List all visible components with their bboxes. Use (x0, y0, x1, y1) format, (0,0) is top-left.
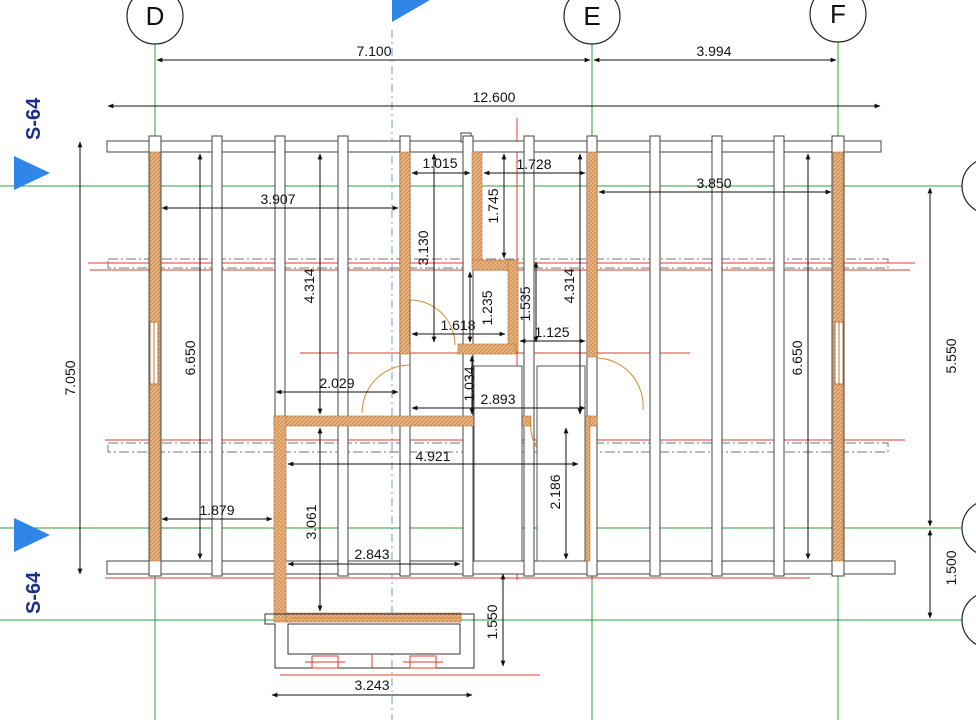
dim-porch-h: 1.550 (484, 604, 500, 639)
dim-room-h-c: 4.314 (561, 268, 577, 303)
dim-overall-width: 12.600 (473, 89, 516, 105)
dim-e-to-f: 3.994 (696, 43, 731, 59)
dim-wall-a: 1.235 (479, 290, 495, 325)
dim-span-f: 1.034 (461, 366, 477, 401)
dim-porch-w: 3.243 (354, 677, 389, 693)
svg-text:F: F (830, 0, 846, 29)
dim-span-d: 1.125 (534, 324, 569, 340)
dimension-labels: 7.100 3.994 12.600 7.050 5.550 1.500 3.9… (62, 43, 959, 693)
dim-room-width-a: 3.907 (260, 191, 295, 207)
dim-span-b: 1.728 (516, 156, 551, 172)
porch (264, 613, 475, 669)
dim-left-room-h: 6.650 (182, 340, 198, 375)
dim-room-h-a: 3.130 (415, 230, 431, 265)
svg-text:E: E (583, 1, 600, 31)
section-arrow-left-lower-icon (14, 518, 50, 552)
dim-span-i: 1.879 (199, 502, 234, 518)
grid-bubble-e: E (563, 0, 621, 45)
dim-right-lower: 1.500 (943, 550, 959, 585)
dim-span-h: 2.186 (547, 474, 563, 509)
porch-steps (305, 654, 443, 669)
section-arrow-left-upper-icon (14, 156, 50, 190)
dim-corridor-h: 1.745 (485, 188, 501, 223)
dim-wall-b: 1.535 (517, 286, 533, 321)
top-plate (106, 140, 882, 153)
windows (149, 321, 844, 385)
dim-span-g: 2.893 (480, 391, 515, 407)
section-label-bottom: S-64 (23, 571, 45, 614)
dim-hall-width: 4.921 (415, 448, 450, 464)
svg-text:D: D (146, 1, 165, 31)
dim-span-c: 1.618 (440, 317, 475, 333)
dim-span-k: 2.843 (354, 546, 389, 562)
section-arrow-top-icon (392, 0, 430, 22)
dim-room-h-b: 4.314 (301, 268, 317, 303)
dim-d-to-e: 7.100 (356, 43, 391, 59)
dim-right-upper: 5.550 (943, 338, 959, 373)
dim-span-e: 2.029 (319, 375, 354, 391)
dim-right-room-width: 3.850 (696, 175, 731, 191)
right-bubbles (961, 161, 976, 645)
section-label-top: S-64 (23, 97, 45, 140)
dim-span-a: 1.015 (422, 155, 457, 171)
dimension-lines (77, 57, 933, 698)
dim-right-room-h: 6.650 (789, 340, 805, 375)
grid-bubble-d: D (126, 0, 184, 45)
grid-bubble-f: F (809, 0, 867, 43)
dim-left-height: 7.050 (62, 360, 78, 395)
dim-span-j: 3.061 (303, 504, 319, 539)
